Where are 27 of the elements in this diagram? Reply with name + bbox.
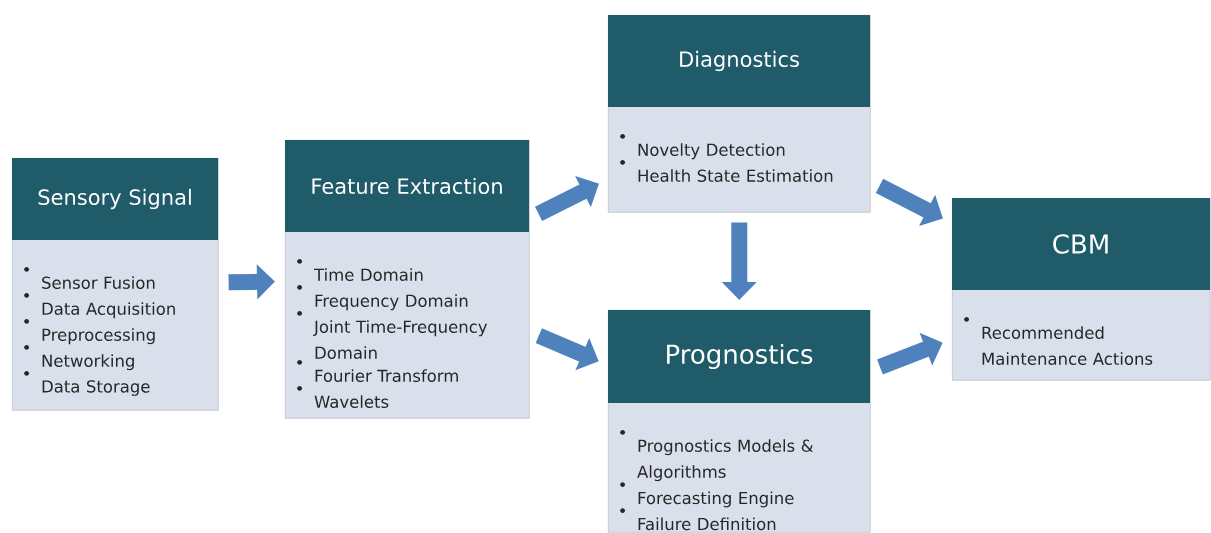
bullet-item: Joint Time-Frequency Domain bbox=[313, 320, 488, 359]
bullet-item: Recommended Maintenance Actions bbox=[982, 326, 1153, 365]
bullet-item: Health State Estimation bbox=[638, 169, 833, 182]
bullet-item: Time Domain bbox=[313, 268, 423, 281]
process-box bbox=[285, 140, 530, 419]
process-box bbox=[608, 310, 871, 533]
block-arrow bbox=[534, 175, 599, 222]
block-heading: CBM bbox=[1053, 234, 1108, 254]
bullet-item: Frequency Domain bbox=[315, 294, 468, 311]
process-box bbox=[608, 15, 871, 213]
bullet-item: Forecasting Engine bbox=[638, 491, 794, 508]
bullet-item: Networking bbox=[42, 354, 134, 371]
process-box bbox=[952, 198, 1211, 381]
bullet-item: Fourier Transform bbox=[315, 369, 458, 383]
bullet-item: Prognostics Models & Algorithms bbox=[637, 439, 814, 482]
block-heading: Prognostics bbox=[667, 343, 813, 370]
bullet-item: Data Acquisition bbox=[42, 302, 175, 319]
bullet-item: Preprocessing bbox=[42, 328, 155, 345]
block-heading: Feature Extraction bbox=[312, 177, 502, 195]
process-box bbox=[12, 158, 219, 411]
bullet-item: Failure Definition bbox=[638, 517, 776, 531]
block-heading: Sensory Signal bbox=[38, 188, 191, 210]
bullet-item: Sensor Fusion bbox=[42, 276, 155, 289]
bullet-item: Novelty Detection bbox=[638, 143, 785, 160]
block-heading: Diagnostics bbox=[680, 50, 799, 72]
bullet-item: Data Storage bbox=[42, 380, 150, 396]
bullet-item: Wavelets bbox=[314, 395, 389, 409]
